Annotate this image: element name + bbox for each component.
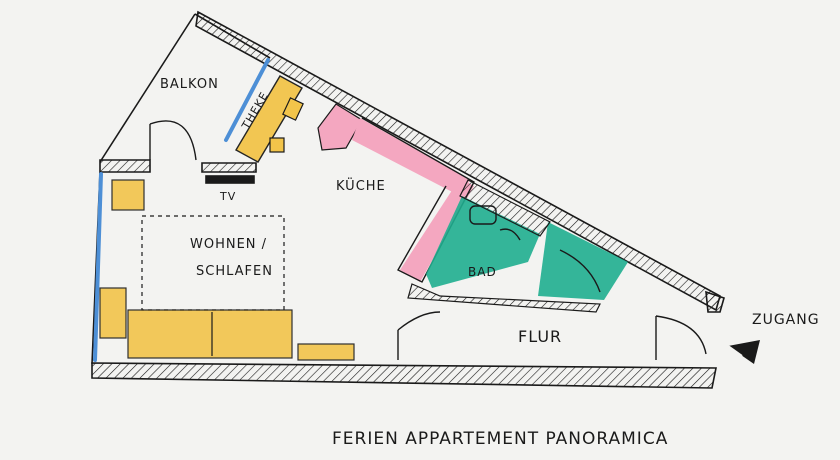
theke-counter	[235, 75, 304, 163]
entrance-arrow-icon	[727, 340, 760, 364]
label-schlafen: SCHLAFEN	[196, 264, 273, 279]
label-balkon: BALKON	[160, 77, 219, 92]
doors	[397, 311, 707, 360]
label-bad: BAD	[468, 265, 497, 279]
kitchen-unit	[317, 103, 475, 283]
label-wohnen: WOHNEN /	[190, 237, 267, 252]
label-zugang: ZUGANG	[752, 312, 820, 328]
label-kueche: KÜCHE	[336, 177, 386, 194]
label-tv: TV	[219, 190, 236, 203]
windows	[93, 58, 270, 362]
outer-walls	[91, 10, 725, 389]
living-zone	[141, 215, 285, 311]
bathroom	[407, 179, 628, 313]
furniture	[99, 179, 355, 361]
balcony-door	[149, 120, 197, 161]
plan-title: FERIEN APPARTEMENT PANORAMICA	[332, 429, 668, 449]
label-flur: FLUR	[518, 327, 562, 346]
